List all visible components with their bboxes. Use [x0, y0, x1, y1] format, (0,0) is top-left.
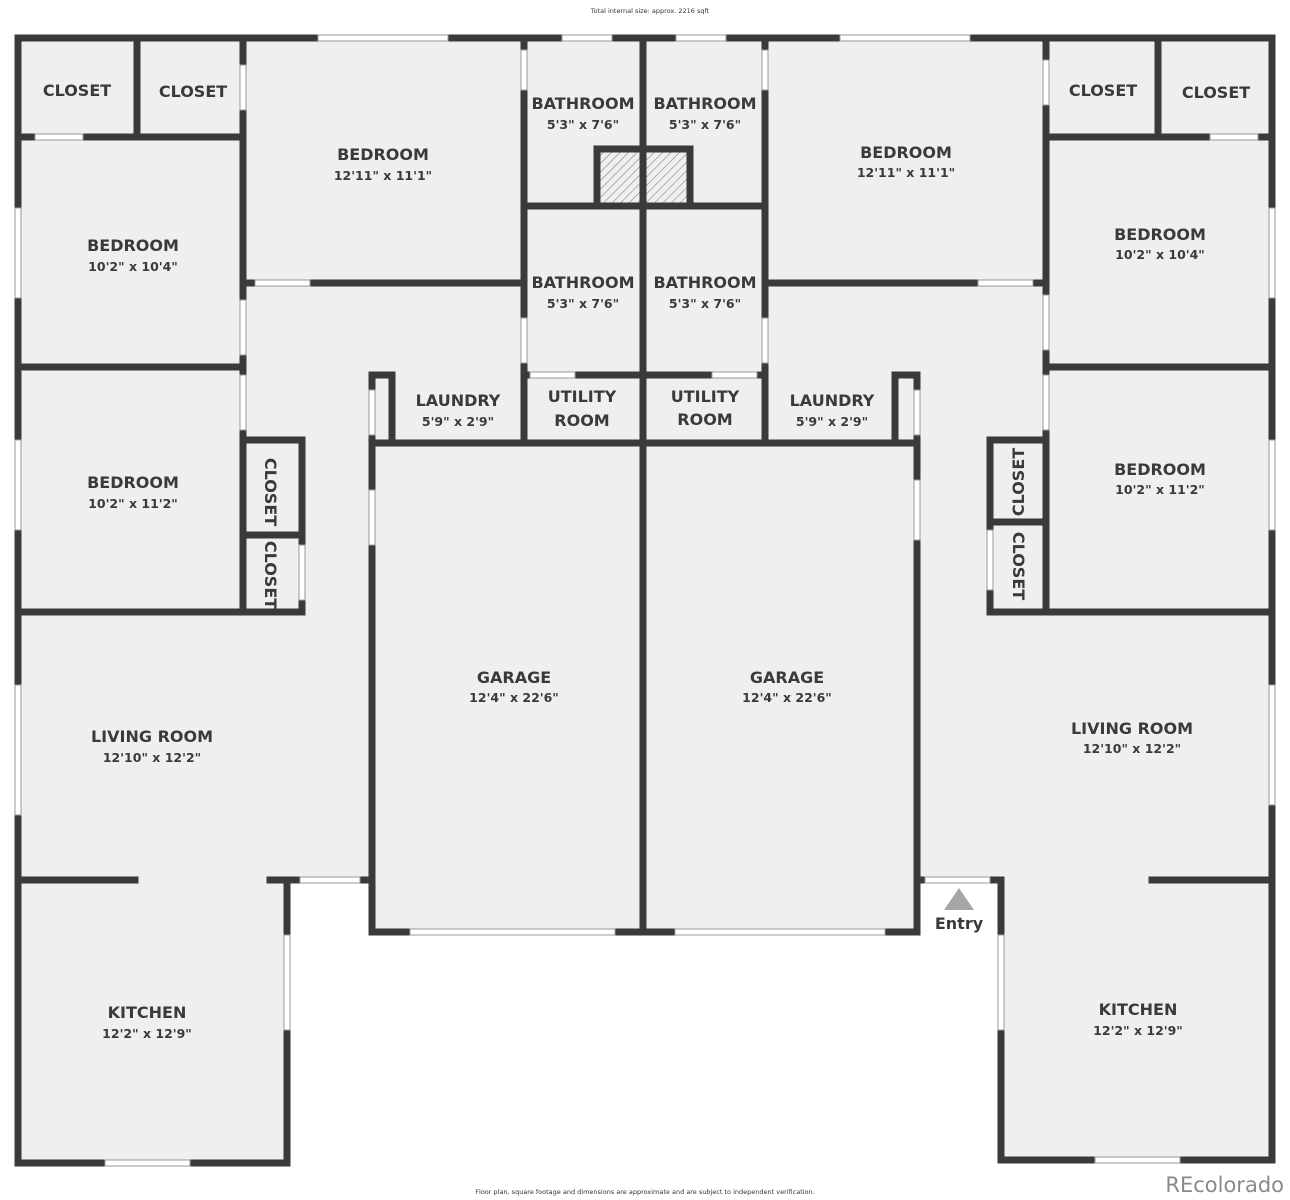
chimney	[593, 145, 694, 210]
laundry-dims: 5'9" x 2'9"	[796, 414, 868, 429]
closet-label: CLOSET	[1009, 448, 1028, 516]
bedroom-label: BEDROOM	[1114, 225, 1206, 244]
bathroom-dims: 5'3" x 7'6"	[547, 117, 619, 132]
closet-label: CLOSET	[261, 458, 280, 526]
living-room-dims: 12'10" x 12'2"	[103, 750, 201, 765]
garage-label: GARAGE	[750, 668, 824, 687]
laundry-label: LAUNDRY	[790, 391, 875, 410]
utility-room-label: ROOM	[677, 410, 732, 429]
closet-label: CLOSET	[1069, 81, 1137, 100]
bedroom-label: BEDROOM	[1114, 460, 1206, 479]
kitchen-dims: 12'2" x 12'9"	[1093, 1023, 1183, 1038]
bedroom-dims: 12'11" x 11'1"	[334, 168, 432, 183]
bathroom-label: BATHROOM	[653, 273, 756, 292]
utility-room-label: UTILITY	[671, 387, 740, 406]
bedroom-label: BEDROOM	[87, 473, 179, 492]
kitchen-label: KITCHEN	[108, 1003, 187, 1022]
entry-arrow-icon	[944, 888, 974, 910]
bathroom-label: BATHROOM	[531, 94, 634, 113]
utility-room-label: UTILITY	[548, 387, 617, 406]
living-room-label: LIVING ROOM	[91, 727, 213, 746]
room-labels: CLOSET CLOSET BEDROOM 12'11" x 11'1" BAT…	[43, 81, 1250, 1041]
bedroom-label: BEDROOM	[860, 143, 952, 162]
bedroom-label: BEDROOM	[87, 236, 179, 255]
garage-label: GARAGE	[477, 668, 551, 687]
garage-dims: 12'4" x 22'6"	[469, 690, 559, 705]
windows-and-doors	[14, 34, 1276, 1167]
living-room-label: LIVING ROOM	[1071, 719, 1193, 738]
bedroom-dims: 10'2" x 10'4"	[88, 259, 178, 274]
bathroom-dims: 5'3" x 7'6"	[547, 296, 619, 311]
bedroom-dims: 10'2" x 11'2"	[88, 496, 178, 511]
closet-label: CLOSET	[1182, 83, 1250, 102]
closet-label: CLOSET	[261, 541, 280, 609]
bathroom-label: BATHROOM	[653, 94, 756, 113]
closet-label: CLOSET	[1009, 532, 1028, 600]
entry-label: Entry	[935, 914, 984, 933]
brand-logo: REcolorado	[1165, 1173, 1284, 1197]
closet-label: CLOSET	[43, 81, 111, 100]
laundry-label: LAUNDRY	[416, 391, 501, 410]
kitchen-label: KITCHEN	[1099, 1000, 1178, 1019]
disclaimer: Floor plan, square footage and dimension…	[475, 1188, 814, 1196]
closet-label: CLOSET	[159, 82, 227, 101]
total-size-label: Total internal size: approx. 2216 sqft	[590, 7, 710, 15]
bathroom-label: BATHROOM	[531, 273, 634, 292]
bedroom-label: BEDROOM	[337, 145, 429, 164]
utility-room-label: ROOM	[554, 411, 609, 430]
kitchen-dims: 12'2" x 12'9"	[102, 1026, 192, 1041]
bathroom-dims: 5'3" x 7'6"	[669, 296, 741, 311]
bedroom-dims: 10'2" x 11'2"	[1115, 482, 1205, 497]
laundry-dims: 5'9" x 2'9"	[422, 414, 494, 429]
bathroom-dims: 5'3" x 7'6"	[669, 117, 741, 132]
bedroom-dims: 10'2" x 10'4"	[1115, 247, 1205, 262]
garage-dims: 12'4" x 22'6"	[742, 690, 832, 705]
living-room-dims: 12'10" x 12'2"	[1083, 741, 1181, 756]
bedroom-dims: 12'11" x 11'1"	[857, 165, 955, 180]
